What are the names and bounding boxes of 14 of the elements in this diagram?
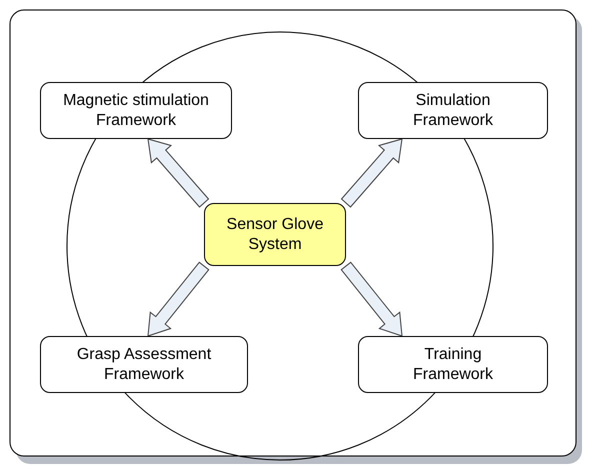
block-arrow bbox=[147, 262, 210, 337]
box-label: Sensor Glove System bbox=[226, 214, 324, 254]
system-box bbox=[204, 203, 346, 266]
block-arrow bbox=[340, 138, 403, 208]
block-arrow bbox=[147, 138, 210, 208]
framework-box bbox=[358, 336, 548, 393]
framework-box bbox=[40, 82, 232, 139]
block-arrow bbox=[340, 262, 403, 337]
framework-box bbox=[40, 336, 248, 393]
box-label: Magnetic stimulation Framework bbox=[62, 90, 210, 130]
box-label: Training Framework bbox=[412, 344, 494, 384]
box-label: Simulation Framework bbox=[412, 90, 494, 130]
framework-box bbox=[358, 82, 548, 139]
box-label: Grasp Assessment Framework bbox=[76, 344, 212, 384]
